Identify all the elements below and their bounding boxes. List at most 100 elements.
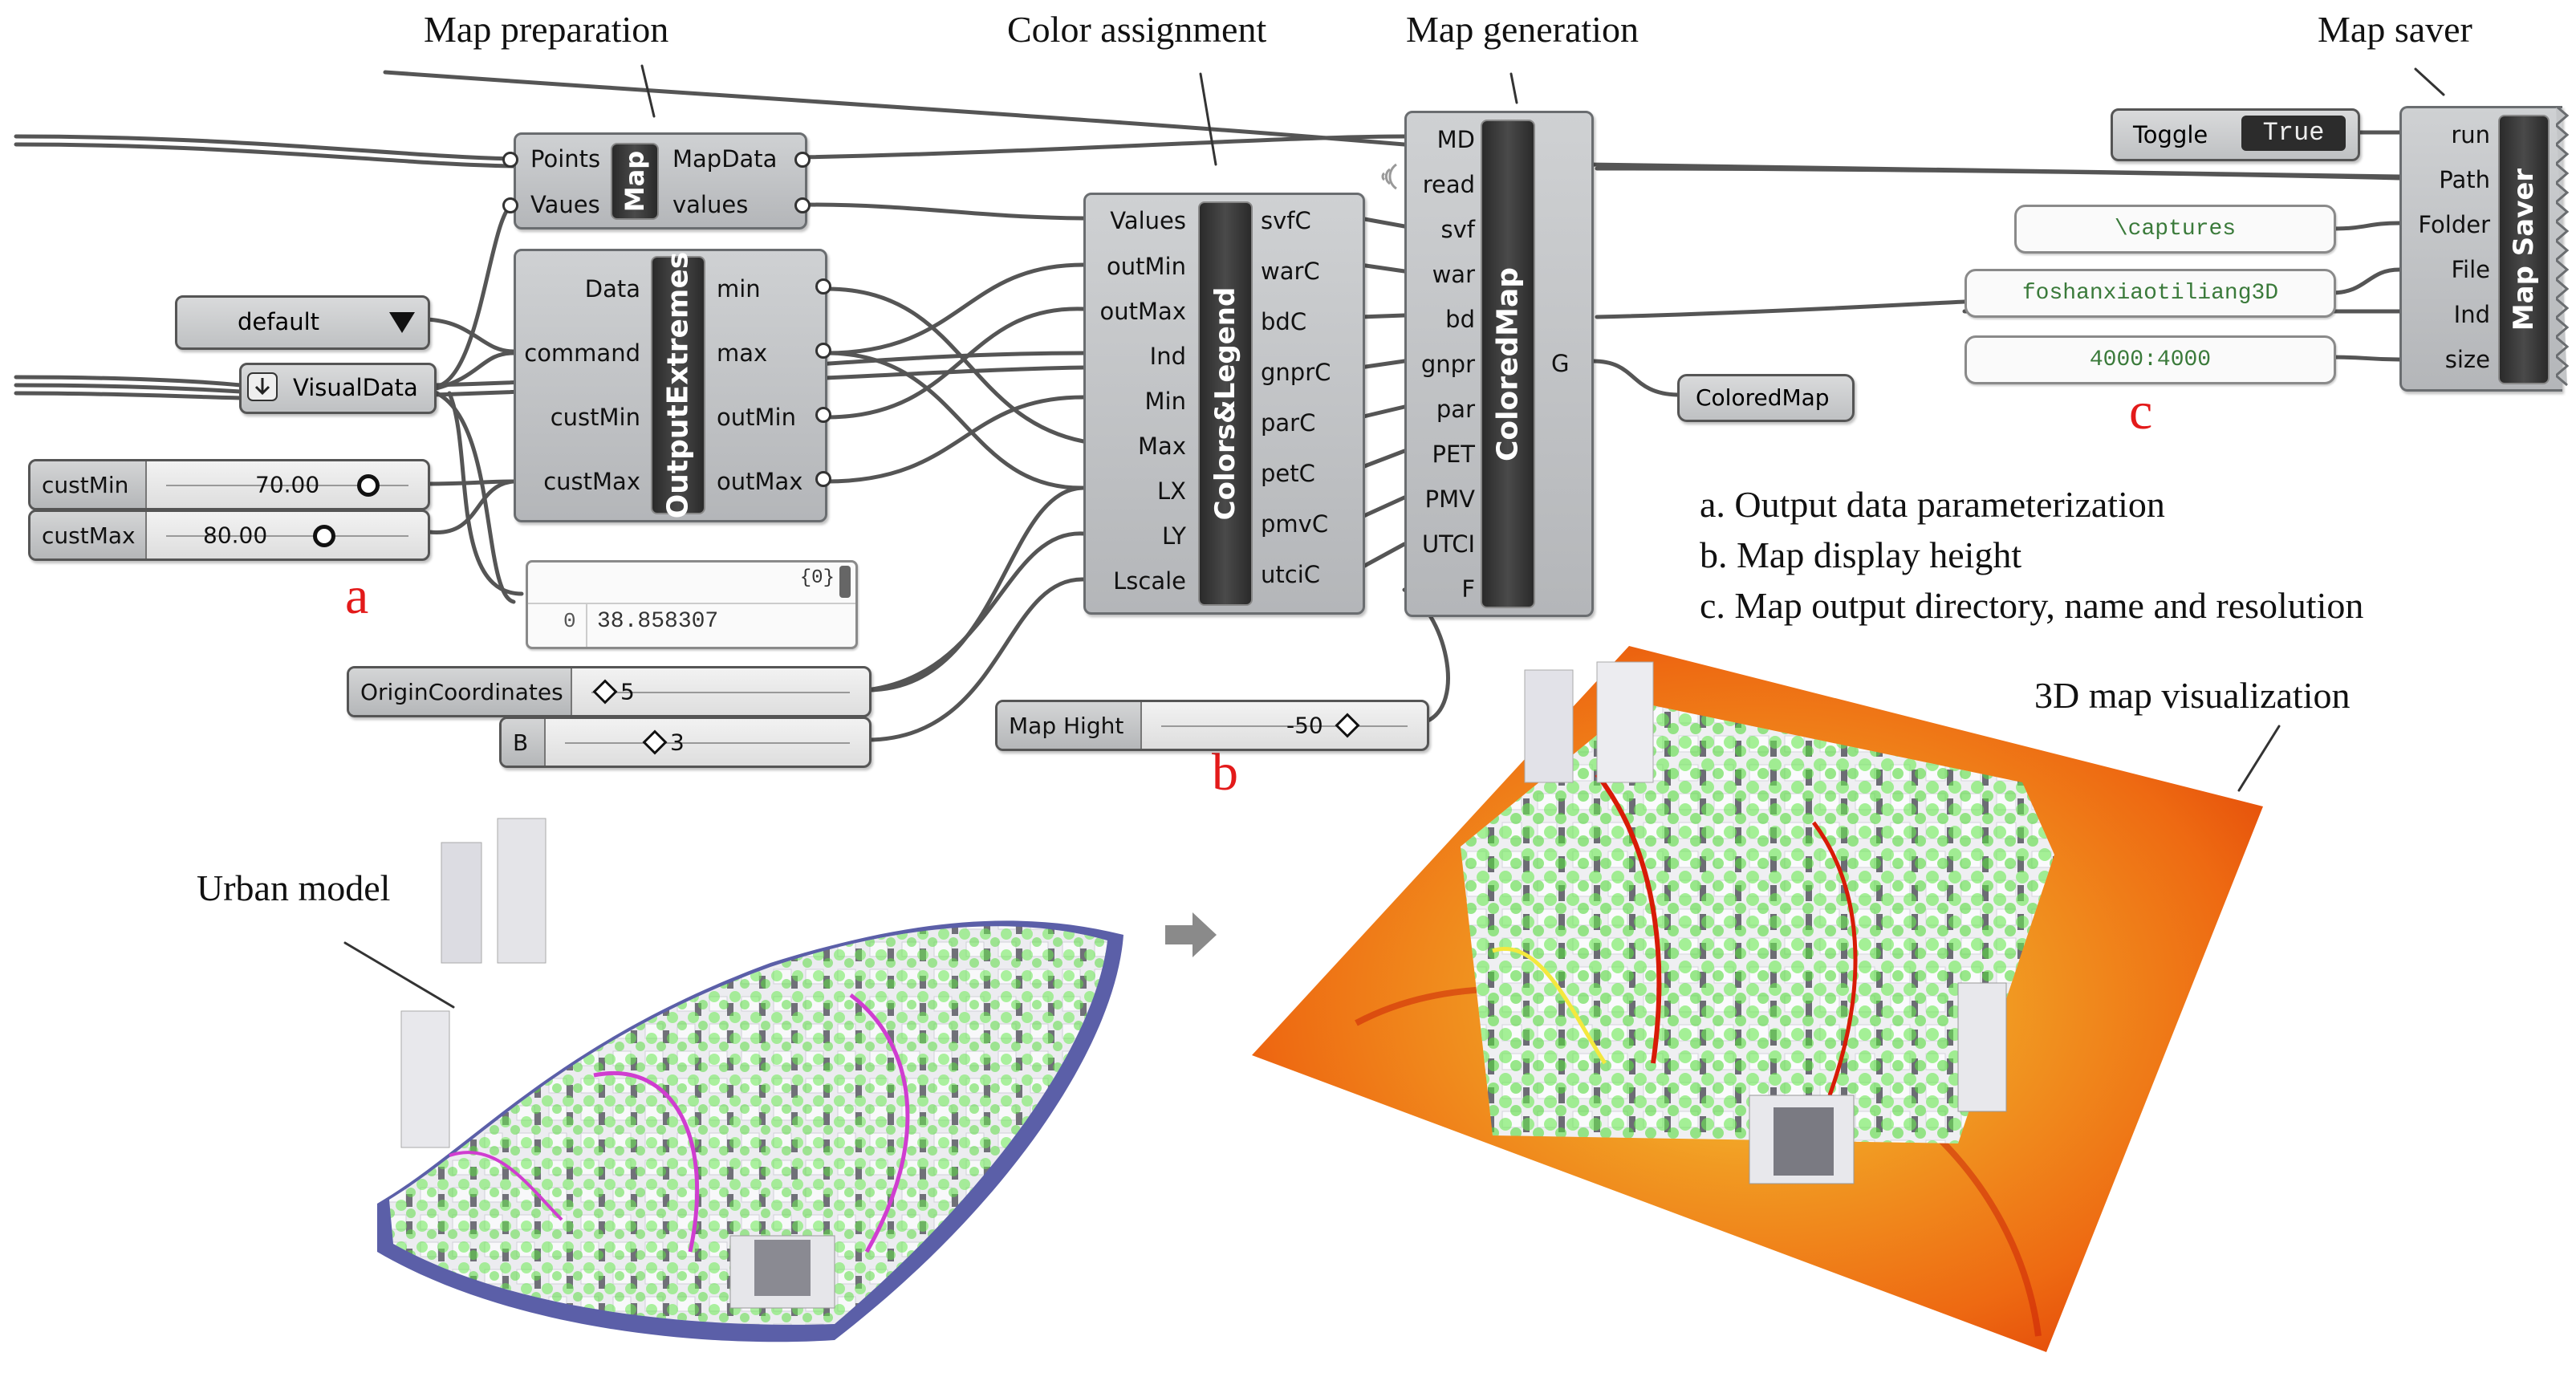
cl-input-lscale[interactable]: Lscale [1113, 567, 1186, 595]
ms-input-size[interactable]: size [2444, 346, 2490, 373]
wire [14, 142, 516, 169]
slider-knob[interactable] [642, 729, 668, 755]
size-panel[interactable]: 4000:4000 [1965, 335, 2336, 384]
toggle[interactable]: Toggle True [2111, 108, 2360, 161]
slider-knob[interactable] [592, 679, 618, 705]
map-input-vaues[interactable]: Vaues [530, 191, 600, 218]
cl-input-values[interactable]: Values [1110, 207, 1186, 234]
b-slider-track[interactable]: 3 [546, 719, 869, 766]
visual-data-param[interactable]: VisualData [239, 363, 437, 414]
map-saver-component[interactable]: Map Saver run Path Folder File Ind size [2399, 106, 2562, 392]
oe-input-custmin[interactable]: custMin [550, 404, 640, 431]
port-dot[interactable] [815, 471, 831, 487]
origin-coordinates-slider[interactable]: OriginCoordinates 5 [347, 666, 872, 717]
oe-output-max[interactable]: max [717, 339, 768, 367]
cl-input-outmin[interactable]: outMin [1107, 253, 1186, 280]
cm-input-f[interactable]: F [1461, 575, 1475, 603]
cm-input-par[interactable]: par [1436, 396, 1475, 423]
map-saver-core: Map Saver [2498, 115, 2550, 384]
panel-scrollbar[interactable] [839, 566, 851, 598]
map-output-mapdata[interactable]: MapData [672, 145, 778, 173]
cl-input-ind[interactable]: Ind [1149, 343, 1186, 370]
map-input-points[interactable]: Points [530, 145, 601, 173]
colored-map-component[interactable]: ColoredMap MD read svf war bd gnpr par P… [1404, 111, 1594, 617]
port-dot[interactable] [815, 343, 831, 359]
map-generation-label: Map generation [1406, 9, 1639, 50]
cm-input-read[interactable]: read [1422, 171, 1475, 198]
ms-input-folder[interactable]: Folder [2418, 211, 2490, 238]
ms-input-path[interactable]: Path [2439, 166, 2490, 193]
cl-input-outmax[interactable]: outMax [1099, 298, 1186, 325]
colors-legend-component[interactable]: Colors&Legend Values outMin outMax Ind M… [1083, 193, 1365, 615]
b-slider[interactable]: B 3 [499, 717, 872, 768]
map-hight-slider-value: -50 [1286, 712, 1323, 739]
cm-input-pmv[interactable]: PMV [1424, 485, 1475, 513]
cm-output-g[interactable]: G [1551, 350, 1570, 377]
map-hight-slider-track[interactable]: -50 [1142, 702, 1427, 749]
port-dot[interactable] [815, 278, 831, 294]
cl-input-min[interactable]: Min [1144, 388, 1186, 415]
ms-input-ind[interactable]: Ind [2453, 301, 2490, 328]
cm-input-md[interactable]: MD [1436, 126, 1475, 153]
map-preparation-label: Map preparation [424, 9, 669, 50]
default-dropdown[interactable]: default [175, 295, 430, 350]
ms-input-file[interactable]: File [2451, 256, 2490, 283]
port-dot[interactable] [794, 152, 811, 168]
port-dot[interactable] [815, 407, 831, 423]
port-dot[interactable] [794, 197, 811, 213]
wire [383, 70, 1407, 147]
cl-output-petc[interactable]: petC [1261, 460, 1315, 487]
cl-output-parc[interactable]: parC [1261, 409, 1316, 437]
custmax-slider-value: 80.00 [203, 522, 268, 549]
port-dot[interactable] [502, 197, 518, 213]
custmin-slider-track[interactable]: 70.00 [147, 461, 428, 508]
cl-output-utcic[interactable]: utciC [1261, 561, 1321, 588]
cm-input-utci[interactable]: UTCI [1421, 530, 1475, 558]
map-core: Map [611, 143, 659, 220]
cl-output-svfc[interactable]: svfC [1261, 207, 1311, 234]
map-output-values[interactable]: values [672, 191, 749, 218]
cm-input-gnpr[interactable]: gnpr [1420, 351, 1475, 378]
3d-map-render [1252, 646, 2263, 1352]
map-hight-slider[interactable]: Map Hight -50 [995, 700, 1429, 751]
cm-input-bd[interactable]: bd [1445, 306, 1475, 333]
slider-knob[interactable] [357, 474, 380, 497]
output-extremes-component[interactable]: OutputExtremes Data command custMin cust… [514, 249, 827, 522]
oe-output-outmax[interactable]: outMax [717, 468, 803, 495]
data-panel[interactable]: {0} 0 38.858307 [526, 560, 858, 649]
slider-knob[interactable] [313, 525, 335, 547]
oe-input-data[interactable]: Data [584, 275, 640, 303]
custmax-slider-track[interactable]: 80.00 [147, 512, 428, 558]
cl-input-ly[interactable]: LY [1161, 522, 1186, 550]
cm-input-pet[interactable]: PET [1432, 441, 1475, 468]
port-dot[interactable] [502, 152, 518, 168]
oe-output-min[interactable]: min [717, 275, 761, 303]
origin-slider-track[interactable]: 5 [572, 668, 869, 715]
oe-input-command[interactable]: command [524, 339, 640, 367]
urban-model-render [377, 818, 1123, 1342]
cl-output-bdc[interactable]: bdC [1261, 308, 1307, 335]
colored-map-param[interactable]: ColoredMap [1677, 374, 1855, 422]
ms-input-run[interactable]: run [2451, 121, 2490, 148]
map-component[interactable]: Map Points Vaues MapData values [514, 132, 807, 229]
cm-input-svf[interactable]: svf [1440, 216, 1475, 243]
panel-value: 38.858307 [597, 609, 719, 634]
file-panel[interactable]: foshanxiaotiliang3D [1965, 269, 2336, 318]
cl-output-gnprc[interactable]: gnprC [1261, 359, 1331, 386]
oe-output-outmin[interactable]: outMin [717, 404, 796, 431]
toggle-value[interactable]: True [2241, 116, 2346, 151]
dropdown-arrow-icon[interactable] [388, 309, 416, 336]
legend-b: b. Map display height [1700, 534, 2022, 575]
custmin-slider-value: 70.00 [255, 471, 320, 498]
panel-index: 0 [563, 609, 576, 633]
cl-input-lx[interactable]: LX [1156, 477, 1186, 505]
custmax-slider[interactable]: custMax 80.00 [28, 510, 430, 561]
oe-input-custmax[interactable]: custMax [543, 468, 640, 495]
cm-input-war[interactable]: war [1432, 261, 1475, 288]
folder-panel[interactable]: \captures [2014, 205, 2336, 254]
cl-input-max[interactable]: Max [1138, 433, 1186, 460]
custmin-slider[interactable]: custMin 70.00 [28, 459, 430, 510]
cl-output-warc[interactable]: warC [1261, 258, 1320, 285]
cl-output-pmvc[interactable]: pmvC [1261, 510, 1329, 538]
